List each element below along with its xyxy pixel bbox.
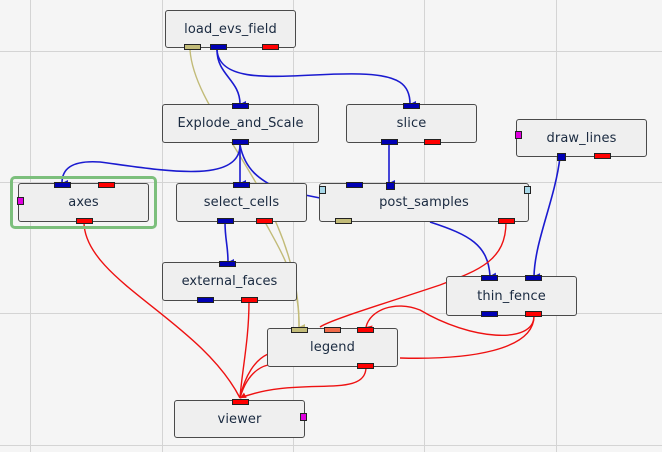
- grid-line: [162, 0, 163, 452]
- output-port[interactable]: [335, 218, 352, 224]
- output-port[interactable]: [498, 218, 515, 224]
- wire-legend-side-to-viewer: [239, 353, 269, 399]
- grid-line: [0, 182, 662, 183]
- node-label: external_faces: [181, 274, 278, 289]
- input-port[interactable]: [481, 275, 498, 281]
- input-port[interactable]: [525, 275, 542, 281]
- wire-legend-side2-to-viewer: [239, 364, 269, 399]
- input-port[interactable]: [54, 182, 71, 188]
- node-legend[interactable]: legend: [267, 327, 398, 369]
- node-draw-lines[interactable]: draw_lines: [515, 119, 647, 161]
- input-port[interactable]: [232, 399, 249, 405]
- grid-line: [556, 0, 557, 452]
- output-port[interactable]: [594, 153, 611, 159]
- input-port[interactable]: [403, 103, 420, 109]
- output-port[interactable]: [217, 218, 234, 224]
- node-label: slice: [396, 116, 427, 131]
- grid-line: [0, 51, 662, 52]
- node-label: thin_fence: [477, 288, 546, 304]
- node-axes[interactable]: axes: [17, 182, 149, 224]
- output-port[interactable]: [232, 139, 249, 145]
- input-port[interactable]: [386, 182, 395, 190]
- node-label: draw_lines: [546, 130, 617, 146]
- input-port[interactable]: [219, 261, 236, 267]
- param-port[interactable]: [300, 413, 307, 421]
- grid-line: [0, 445, 662, 446]
- output-port[interactable]: [256, 218, 273, 224]
- node-slice[interactable]: slice: [346, 103, 477, 145]
- grid-line: [424, 0, 425, 452]
- input-port[interactable]: [357, 327, 374, 333]
- param-port[interactable]: [515, 131, 522, 139]
- wire-legend-to-viewer: [239, 366, 367, 399]
- wire-load-to-slice: [216, 49, 417, 107]
- node-label: legend: [310, 340, 355, 355]
- output-port[interactable]: [197, 297, 214, 303]
- node-external-faces[interactable]: external_faces: [162, 261, 297, 303]
- light-port[interactable]: [319, 186, 326, 194]
- node-viewer[interactable]: viewer: [174, 399, 307, 438]
- input-port[interactable]: [233, 182, 250, 188]
- node-label: post_samples: [379, 195, 469, 210]
- output-port[interactable]: [262, 44, 279, 50]
- wire-load-to-explode: [216, 49, 247, 107]
- grid-line: [293, 0, 294, 452]
- param-port[interactable]: [17, 197, 24, 205]
- light-port[interactable]: [524, 186, 531, 194]
- input-port[interactable]: [232, 103, 249, 109]
- output-port[interactable]: [481, 311, 498, 317]
- node-select-cells[interactable]: select_cells: [176, 182, 307, 224]
- node-label: viewer: [217, 411, 262, 427]
- output-port[interactable]: [557, 153, 566, 161]
- wire-external-to-viewer: [239, 300, 250, 399]
- wire-post-to-thin: [429, 221, 497, 279]
- node-label: select_cells: [203, 195, 280, 210]
- input-port[interactable]: [346, 182, 363, 188]
- output-port[interactable]: [357, 363, 374, 369]
- node-post-samples[interactable]: post_samples: [319, 182, 531, 224]
- selection-highlight: [10, 176, 157, 229]
- input-port[interactable]: [324, 327, 341, 333]
- output-port[interactable]: [184, 44, 201, 50]
- output-port[interactable]: [525, 311, 542, 317]
- wire-select-to-external: [224, 221, 235, 265]
- node-label: axes: [68, 195, 99, 210]
- node-explode-and-scale[interactable]: Explode_and_Scale: [162, 103, 319, 145]
- input-port[interactable]: [291, 327, 308, 333]
- output-port[interactable]: [424, 139, 441, 145]
- node-label: Explode_and_Scale: [177, 116, 304, 131]
- output-port[interactable]: [76, 218, 93, 224]
- node-label: load_evs_field: [184, 21, 277, 37]
- input-port[interactable]: [98, 182, 115, 188]
- output-port[interactable]: [241, 297, 258, 303]
- node-load-evs-field[interactable]: load_evs_field: [165, 10, 296, 50]
- node-thin-fence[interactable]: thin_fence: [446, 275, 577, 317]
- output-port[interactable]: [381, 139, 398, 145]
- wire-thin-to-viewer: [399, 315, 535, 359]
- output-port[interactable]: [210, 44, 227, 50]
